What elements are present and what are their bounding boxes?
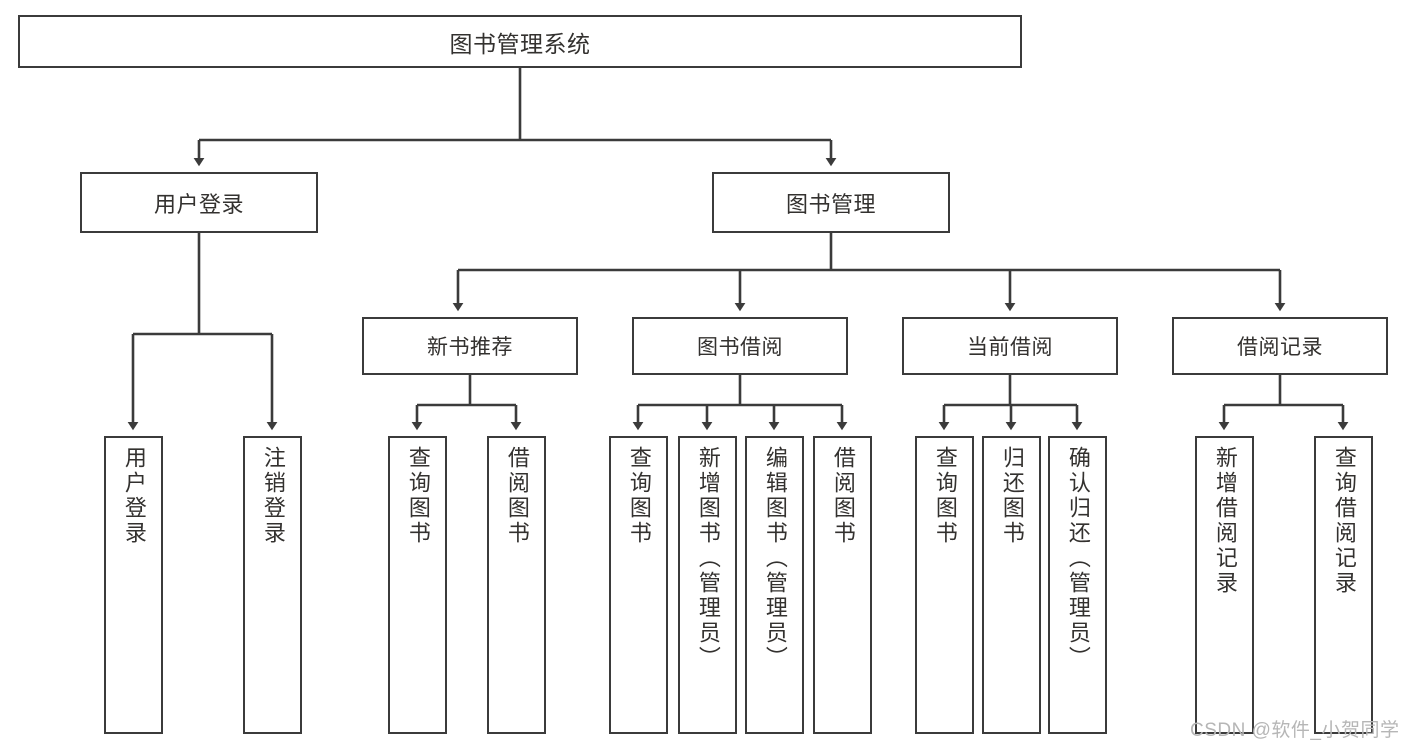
node-new-book-recommend[interactable]: 新书推荐: [362, 317, 578, 375]
node-leaf-query-book-rec[interactable]: 查询图书: [388, 436, 447, 734]
node-root[interactable]: 图书管理系统: [18, 15, 1022, 68]
node-leaf-add-record[interactable]: 新增借阅记录: [1195, 436, 1254, 734]
node-current-borrow-label: 当前借阅: [967, 336, 1053, 359]
node-leaf-return-book-label: 归还图书: [999, 446, 1025, 546]
node-leaf-confirm-return-label: 确认归还（管理员）: [1065, 446, 1091, 671]
node-leaf-logout-label: 注销登录: [260, 446, 286, 546]
node-current-borrow[interactable]: 当前借阅: [902, 317, 1118, 375]
node-leaf-query-book-cur[interactable]: 查询图书: [915, 436, 974, 734]
node-new-book-recommend-label: 新书推荐: [427, 336, 513, 359]
node-leaf-query-record-label: 查询借阅记录: [1331, 446, 1357, 596]
node-leaf-confirm-return[interactable]: 确认归还（管理员）: [1048, 436, 1107, 734]
node-leaf-borrow-book[interactable]: 借阅图书: [813, 436, 872, 734]
node-leaf-borrow-book-rec[interactable]: 借阅图书: [487, 436, 546, 734]
node-leaf-query-book-borrow-label: 查询图书: [626, 446, 652, 546]
node-book-borrow[interactable]: 图书借阅: [632, 317, 848, 375]
node-book-manage[interactable]: 图书管理: [712, 172, 950, 233]
node-user-login-label: 用户登录: [153, 191, 244, 217]
node-leaf-logout[interactable]: 注销登录: [243, 436, 302, 734]
node-leaf-edit-book-label: 编辑图书（管理员）: [762, 446, 788, 671]
node-leaf-borrow-book-rec-label: 借阅图书: [504, 446, 530, 546]
node-leaf-user-login-label: 用户登录: [121, 446, 147, 546]
csdn-watermark: CSDN @软件_小贺同学: [1190, 720, 1400, 741]
node-leaf-add-book-label: 新增图书（管理员）: [695, 446, 721, 671]
node-book-borrow-label: 图书借阅: [697, 336, 783, 359]
node-root-label: 图书管理系统: [449, 30, 591, 57]
node-leaf-edit-book[interactable]: 编辑图书（管理员）: [745, 436, 804, 734]
node-borrow-record[interactable]: 借阅记录: [1172, 317, 1388, 375]
node-leaf-add-record-label: 新增借阅记录: [1212, 446, 1238, 596]
node-leaf-query-record[interactable]: 查询借阅记录: [1314, 436, 1373, 734]
node-leaf-user-login[interactable]: 用户登录: [104, 436, 163, 734]
node-leaf-borrow-book-label: 借阅图书: [830, 446, 856, 546]
node-leaf-return-book[interactable]: 归还图书: [982, 436, 1041, 734]
node-leaf-query-book-cur-label: 查询图书: [932, 446, 958, 546]
node-leaf-add-book[interactable]: 新增图书（管理员）: [678, 436, 737, 734]
node-leaf-query-book-rec-label: 查询图书: [405, 446, 431, 546]
node-book-manage-label: 图书管理: [785, 191, 876, 217]
node-user-login[interactable]: 用户登录: [80, 172, 318, 233]
node-borrow-record-label: 借阅记录: [1237, 336, 1323, 359]
node-leaf-query-book-borrow[interactable]: 查询图书: [609, 436, 668, 734]
